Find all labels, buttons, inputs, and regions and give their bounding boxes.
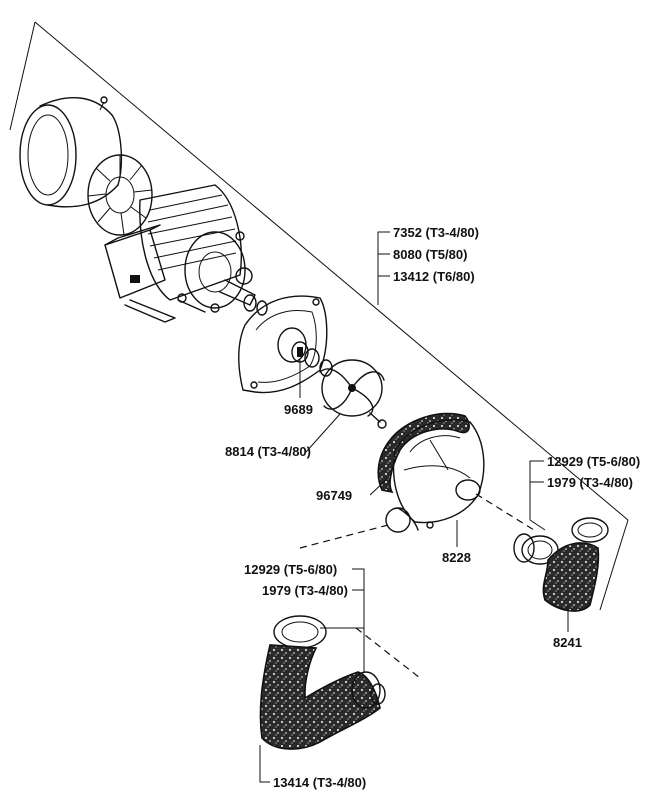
cooling-fan [87,154,153,236]
label-clamp-right-a: 12929 (T5-6/80) [547,454,640,469]
label-impeller: 8814 (T3-4/80) [225,444,311,459]
label-clamp-left-b: 1979 (T3-4/80) [262,583,348,598]
electric-motor [104,184,256,323]
label-seal: 9689 [284,402,313,417]
impeller-screw [369,412,387,429]
label-hose-short: 8241 [553,635,582,650]
fan-cover [19,96,123,208]
label-pump-housing: 8228 [442,550,471,565]
gasket-ring [377,412,470,494]
short-hose [513,517,609,612]
shaft-washers [243,294,268,316]
label-hose-long: 13414 (T3-4/80) [273,775,366,790]
label-clamp-left-a: 12929 (T5-6/80) [244,562,337,577]
label-motor-part-b: 8080 (T5/80) [393,247,467,262]
flow-guide-lines [299,493,535,679]
label-motor-part-c: 13412 (T6/80) [393,269,475,284]
label-gasket: 96749 [316,488,352,503]
long-elbow-hose [259,615,386,750]
leader-lines [259,231,569,783]
label-clamp-right-b: 1979 (T3-4/80) [547,475,633,490]
part-labels: 7352 (T3-4/80) 8080 (T5/80) 13412 (T6/80… [225,225,640,790]
label-motor-part-a: 7352 (T3-4/80) [393,225,479,240]
assembly-bracket-line [9,21,629,611]
impeller [319,359,385,417]
